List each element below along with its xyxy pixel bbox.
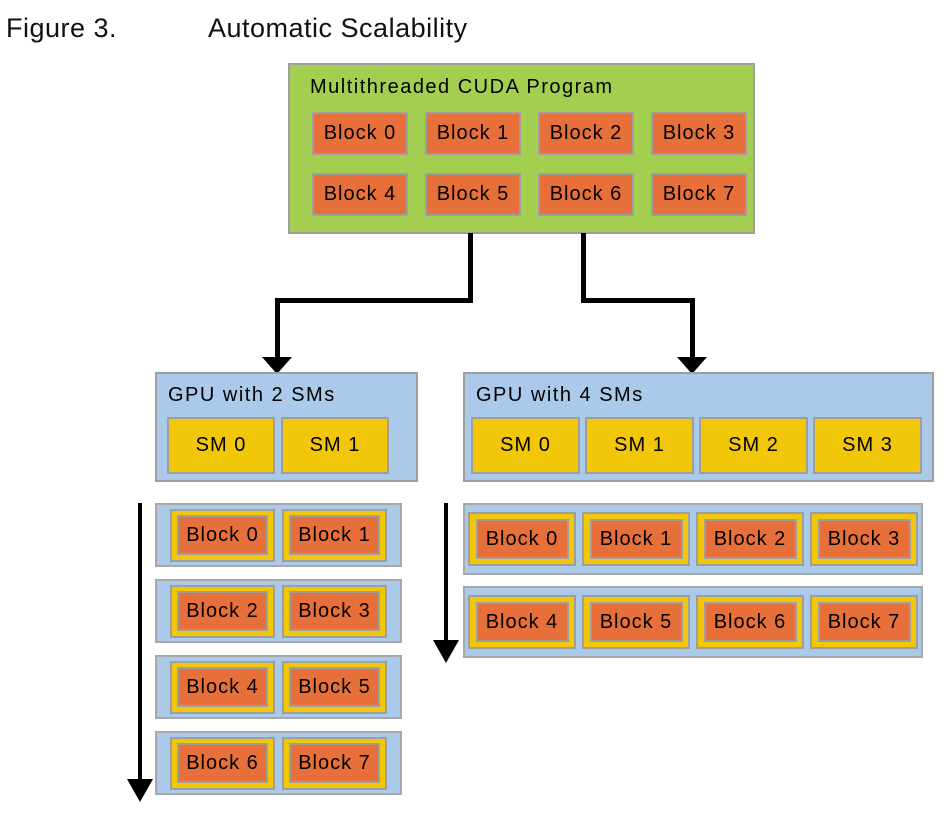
scheduled-block-frame: Block 5 [282, 660, 387, 714]
scheduled-block-frame: Block 0 [468, 512, 576, 566]
time-arrow-left-line [138, 503, 142, 780]
scheduled-block-frame: Block 4 [170, 660, 275, 714]
gpu-4sm-title: GPU with 4 SMs [476, 384, 644, 406]
scheduled-block-frame: Block 2 [696, 512, 804, 566]
scheduled-block-frame: Block 1 [282, 508, 387, 562]
scheduled-block: Block 0 [177, 515, 268, 555]
scheduled-block: Block 4 [177, 667, 268, 707]
scheduled-block: Block 3 [289, 591, 380, 631]
scheduled-block-frame: Block 4 [468, 595, 576, 649]
scheduled-block: Block 0 [475, 519, 569, 559]
branch-arrow-right-segment [581, 233, 586, 299]
figure-title: Automatic Scalability [208, 13, 468, 43]
arrow-down-icon [433, 640, 459, 663]
gpu4-schedule-row: Block 0 Block 1 Block 2 Block 3 [463, 503, 923, 575]
scheduled-block-frame: Block 2 [170, 584, 275, 638]
gpu-2sm-title: GPU with 2 SMs [168, 384, 336, 406]
program-block: Block 2 [538, 112, 634, 155]
sm-box: SM 0 [471, 417, 580, 474]
gpu-2sm-box: GPU with 2 SMs SM 0 SM 1 [155, 372, 418, 482]
program-block: Block 1 [425, 112, 521, 155]
scheduled-block: Block 5 [589, 602, 683, 642]
branch-arrow-left-segment [468, 233, 473, 299]
gpu2-schedule-row: Block 0 Block 1 [155, 503, 402, 567]
scheduled-block-frame: Block 6 [170, 736, 275, 790]
scheduled-block: Block 4 [475, 602, 569, 642]
scheduled-block: Block 5 [289, 667, 380, 707]
cuda-program-title: Multithreaded CUDA Program [310, 76, 614, 98]
scheduled-block-frame: Block 0 [170, 508, 275, 562]
scheduled-block: Block 6 [703, 602, 797, 642]
branch-arrow-right-segment [690, 301, 695, 358]
gpu4-schedule-row: Block 4 Block 5 Block 6 Block 7 [463, 586, 923, 658]
scheduled-block-frame: Block 5 [582, 595, 690, 649]
sm-row: SM 0 SM 1 SM 2 SM 3 [471, 417, 922, 474]
program-block: Block 4 [312, 173, 408, 216]
figure-label: Figure 3. [6, 13, 118, 43]
program-block: Block 6 [538, 173, 634, 216]
scheduled-block-frame: Block 1 [582, 512, 690, 566]
program-block: Block 0 [312, 112, 408, 155]
program-block-row: Block 0 Block 1 Block 2 Block 3 [312, 112, 747, 155]
gpu-4sm-box: GPU with 4 SMs SM 0 SM 1 SM 2 SM 3 [463, 372, 934, 482]
branch-arrow-right-segment [581, 298, 695, 303]
gpu2-schedule-row: Block 4 Block 5 [155, 655, 402, 719]
scheduled-block: Block 3 [817, 519, 911, 559]
sm-box: SM 1 [585, 417, 694, 474]
gpu2-schedule-row: Block 6 Block 7 [155, 731, 402, 795]
scheduled-block: Block 2 [177, 591, 268, 631]
scheduled-block: Block 1 [589, 519, 683, 559]
program-block: Block 5 [425, 173, 521, 216]
branch-arrow-left-segment [275, 298, 473, 303]
scheduled-block-frame: Block 3 [810, 512, 918, 566]
program-block-row: Block 4 Block 5 Block 6 Block 7 [312, 173, 747, 216]
scheduled-block-frame: Block 7 [810, 595, 918, 649]
time-arrow-right-line [444, 503, 448, 641]
scheduled-block: Block 1 [289, 515, 380, 555]
cuda-program-box: Multithreaded CUDA Program Block 0 Block… [288, 63, 755, 234]
scheduled-block-frame: Block 6 [696, 595, 804, 649]
branch-arrow-left-segment [275, 301, 280, 358]
program-block: Block 7 [651, 173, 747, 216]
sm-box: SM 0 [167, 417, 275, 474]
sm-row: SM 0 SM 1 [167, 417, 389, 474]
arrow-down-icon [677, 357, 707, 374]
scheduled-block: Block 2 [703, 519, 797, 559]
sm-box: SM 2 [699, 417, 808, 474]
scheduled-block: Block 7 [289, 743, 380, 783]
gpu2-schedule-row: Block 2 Block 3 [155, 579, 402, 643]
scheduled-block: Block 6 [177, 743, 268, 783]
sm-box: SM 3 [813, 417, 922, 474]
scheduled-block-frame: Block 3 [282, 584, 387, 638]
sm-box: SM 1 [281, 417, 389, 474]
scheduled-block: Block 7 [817, 602, 911, 642]
arrow-down-icon [127, 779, 153, 802]
arrow-down-icon [262, 357, 292, 374]
scheduled-block-frame: Block 7 [282, 736, 387, 790]
program-block: Block 3 [651, 112, 747, 155]
